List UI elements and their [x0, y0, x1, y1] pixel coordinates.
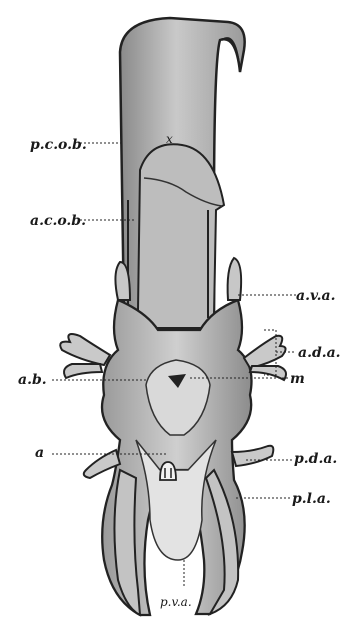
anterior-dorsal-arm-left [60, 334, 110, 365]
anus [160, 462, 176, 480]
anterior-cerebral-bulb [138, 144, 224, 328]
anterior-dorsal-arm-right [244, 336, 286, 368]
label-a: a [35, 446, 44, 460]
label-pda: p.d.a. [294, 452, 337, 466]
label-ava: a.v.a. [296, 289, 336, 303]
label-ada: a.d.a. [298, 346, 341, 360]
label-acob: a.c.o.b. [30, 214, 86, 228]
label-ab: a.b. [18, 373, 47, 387]
label-pla: p.l.a. [292, 492, 331, 506]
label-m: m [290, 372, 305, 386]
label-pcob: p.c.o.b. [30, 138, 87, 152]
posterior-dorsal-arm-right [232, 446, 273, 466]
anterior-ventral-arch-right [228, 258, 242, 300]
label-x: x [166, 133, 173, 145]
label-pva: p.v.a. [160, 596, 192, 608]
